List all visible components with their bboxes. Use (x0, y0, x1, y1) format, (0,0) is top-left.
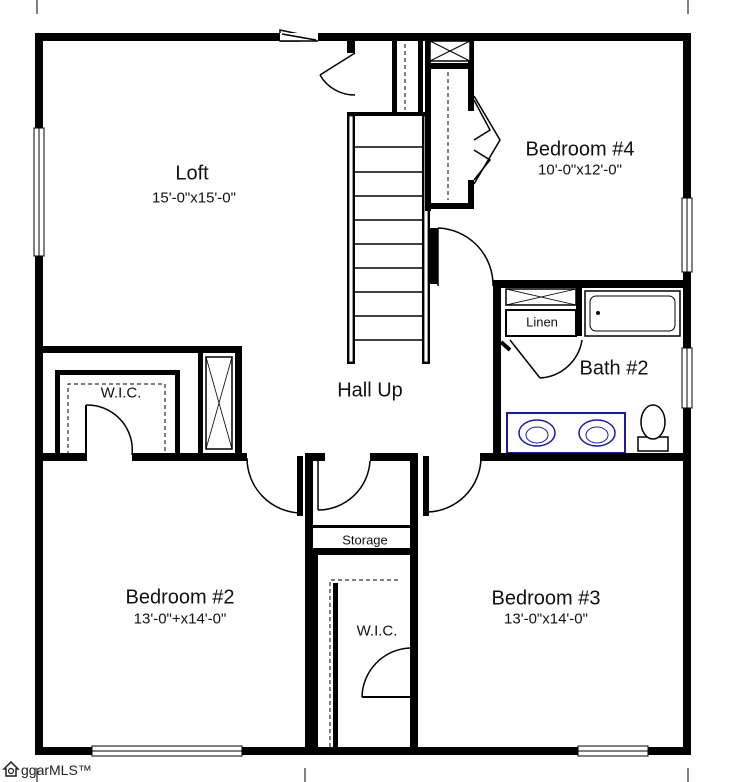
room-name-bedroom-2: Bedroom #2 (125, 586, 235, 609)
room-dims-bedroom-4: 10'-0"x12'-0" (538, 161, 622, 179)
room-name-hall-up: Hall Up (337, 379, 403, 402)
wic-top-left (35, 346, 242, 460)
room-name-loft: Loft (175, 162, 209, 185)
room-name-wic-top: W.I.C. (100, 384, 142, 402)
house-logo-icon (2, 760, 20, 777)
room-dims-bedroom-3: 13'-0"x14'-0" (504, 610, 588, 628)
room-dims-bedroom-2: 13'-0"+x14'-0" (133, 610, 227, 628)
room-name-linen: Linen (526, 314, 558, 330)
bath2 (493, 280, 681, 458)
watermark-text: ggarMLS™ (21, 762, 92, 778)
storage (305, 453, 418, 755)
room-name-wic-bottom: W.I.C. (356, 622, 398, 640)
room-name-bedroom-4: Bedroom #4 (525, 138, 635, 161)
room-name-storage: Storage (342, 532, 388, 548)
wic-bottom (313, 555, 411, 747)
room-dims-loft: 15'-0"x15'-0" (152, 189, 236, 207)
watermark: ggarMLS™ (2, 760, 92, 778)
stair (347, 112, 430, 364)
room-name-bath-2: Bath #2 (579, 357, 649, 380)
bedroom4-closet (425, 40, 501, 211)
room-name-bedroom-3: Bedroom #3 (491, 587, 601, 610)
